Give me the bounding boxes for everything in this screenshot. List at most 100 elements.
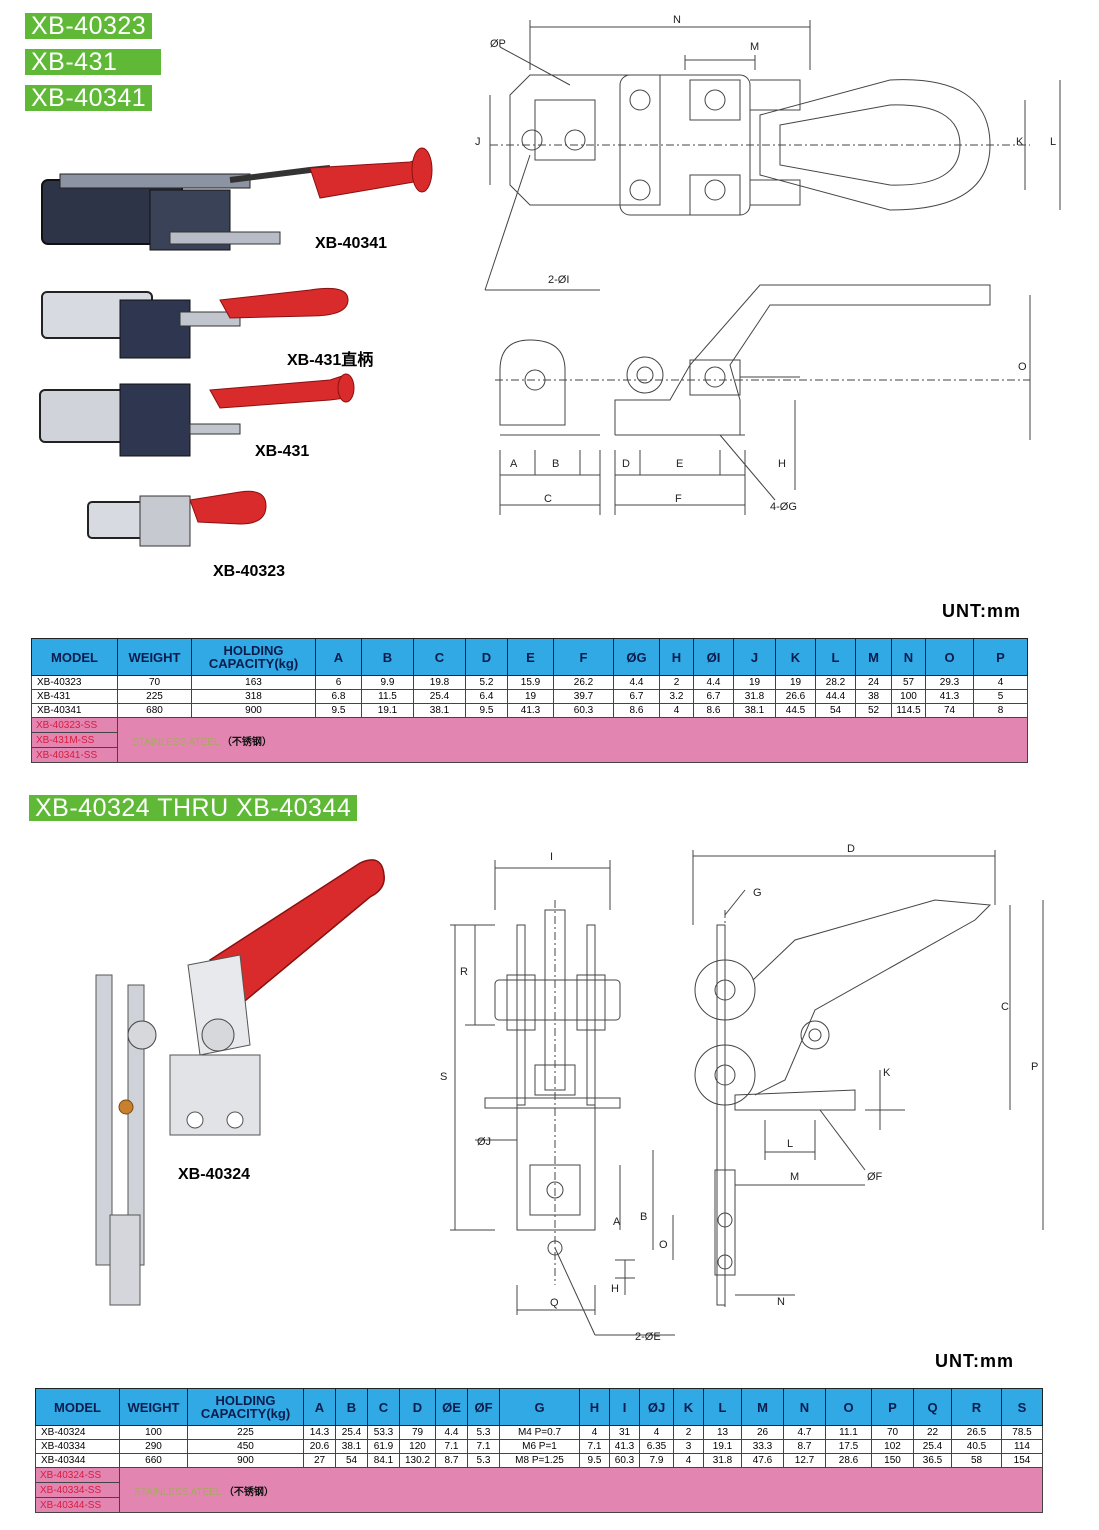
cell: 60.3 — [609, 1453, 640, 1468]
dim-label-a: A — [613, 1216, 621, 1228]
cell: 28.2 — [815, 675, 856, 690]
col-header-weight: WEIGHT — [119, 1388, 188, 1426]
cell: 26.6 — [775, 689, 816, 704]
cell-model-ss: XB-40341-SS — [31, 747, 118, 763]
clamp-photo-xb-40341 — [41, 147, 433, 251]
table-row: XB-40323 70 163 6 9.9 19.8 5.2 15.9 26.2… — [31, 675, 1028, 690]
cell: 40.5 — [951, 1439, 1002, 1454]
cell: 225 — [187, 1425, 304, 1440]
cell: 74 — [925, 703, 974, 718]
col-header-o: O — [825, 1388, 872, 1426]
cell: 39.7 — [553, 689, 614, 704]
cell: 11.1 — [825, 1425, 872, 1440]
col-header-k: K — [775, 638, 816, 676]
cell: M8 P=1.25 — [499, 1453, 580, 1468]
cell: 60.3 — [553, 703, 614, 718]
cell: 15.9 — [507, 675, 554, 690]
cell: 102 — [871, 1439, 914, 1454]
model-badge-xb-431: XB-431 — [25, 49, 161, 75]
cell-model-ss: XB-40324-SS — [35, 1467, 120, 1483]
stainless-note-cn: （不锈钢） — [221, 736, 272, 748]
col-header-k: K — [673, 1388, 704, 1426]
col-header-g: G — [499, 1388, 580, 1426]
col-header-l: L — [703, 1388, 742, 1426]
cell: 8 — [973, 703, 1028, 718]
cell: 7.1 — [467, 1439, 500, 1454]
cell: 6.4 — [465, 689, 508, 704]
cell: 79 — [399, 1425, 436, 1440]
cell: 9.5 — [465, 703, 508, 718]
dim-label-g: G — [753, 887, 762, 899]
cell-model: XB-40341 — [31, 703, 118, 718]
technical-drawing-section1: N M ØP J K L 2-ØI O A B C D E F H 4-ØG — [475, 14, 1061, 515]
cell: 26.5 — [951, 1425, 1002, 1440]
cell: 2 — [659, 675, 694, 690]
cell: 8.6 — [693, 703, 734, 718]
cell: 57 — [891, 675, 926, 690]
cell: 225 — [117, 689, 192, 704]
dim-label-s: S — [440, 1071, 447, 1083]
dim-label-n: N — [777, 1296, 785, 1308]
cell: 54 — [815, 703, 856, 718]
cell: M6 P=1 — [499, 1439, 580, 1454]
table-row-stainless: XB-40323-SS STAINLESS ATEEL （不锈钢） — [31, 717, 1028, 763]
dim-label-b: B — [640, 1211, 647, 1223]
table-row: XB-40334 290 450 20.6 38.1 61.9 120 7.1 … — [35, 1439, 1043, 1454]
cell: 4.4 — [435, 1425, 468, 1440]
table-row: XB-40344 660 900 27 54 84.1 130.2 8.7 5.… — [35, 1453, 1043, 1468]
col-header-m: M — [741, 1388, 784, 1426]
col-header-l: L — [815, 638, 856, 676]
cell: 29.3 — [925, 675, 974, 690]
cell: 19 — [775, 675, 816, 690]
cell: 11.5 — [361, 689, 414, 704]
photo-label-xb-40324: XB-40324 — [178, 1166, 251, 1183]
stainless-note: STAINLESS ATEEL （不锈钢） — [117, 717, 1028, 763]
cell: 100 — [119, 1425, 188, 1440]
col-header-p: P — [871, 1388, 914, 1426]
cell: 38.1 — [413, 703, 466, 718]
clamp-photos — [39, 147, 433, 547]
table-row-stainless: XB-40324-SS STAINLESS ATEEL （不锈钢） — [35, 1467, 1043, 1513]
col-header-b: B — [361, 638, 414, 676]
cell: 31.8 — [703, 1453, 742, 1468]
table-row-stainless: XB-431M-SS — [31, 732, 1028, 748]
dim-label-l: L — [1050, 136, 1056, 148]
cell: 19.8 — [413, 675, 466, 690]
cell: 4 — [579, 1425, 610, 1440]
col-header-c: C — [367, 1388, 400, 1426]
cell-model: XB-40323 — [31, 675, 118, 690]
cell: 14.3 — [303, 1425, 336, 1440]
dim-label-i: 2-ØI — [548, 274, 569, 286]
cell: 8.7 — [435, 1453, 468, 1468]
table-row: XB-431 225 318 6.8 11.5 25.4 6.4 19 39.7… — [31, 689, 1028, 704]
cell: 24 — [855, 675, 892, 690]
cell: 36.5 — [913, 1453, 952, 1468]
stainless-note-cn: （不锈钢） — [223, 1486, 274, 1498]
col-header-h: H — [659, 638, 694, 676]
cell: 9.5 — [579, 1453, 610, 1468]
cell: 660 — [119, 1453, 188, 1468]
cell: 31 — [609, 1425, 640, 1440]
cell: 38 — [855, 689, 892, 704]
dim-label-j: J — [475, 136, 481, 148]
photo-label-xb-40341: XB-40341 — [315, 235, 388, 252]
cell: 19.1 — [361, 703, 414, 718]
cell: 9.9 — [361, 675, 414, 690]
col-header-b: B — [335, 1388, 368, 1426]
cell: 33.3 — [741, 1439, 784, 1454]
col-header-j: J — [733, 638, 776, 676]
col-header-q: Q — [913, 1388, 952, 1426]
cell: 4.4 — [613, 675, 660, 690]
clamp-photo-xb-40323 — [87, 490, 267, 547]
cell: 680 — [117, 703, 192, 718]
cell: 163 — [191, 675, 316, 690]
dim-label-l: L — [787, 1138, 793, 1150]
col-header-j: ØJ — [639, 1388, 674, 1426]
dim-label-p: P — [1031, 1061, 1038, 1073]
cell: 12.7 — [783, 1453, 826, 1468]
dim-label-e: E — [676, 458, 683, 470]
unit-label-section1: UNT:mm — [942, 601, 1022, 621]
cell: 25.4 — [413, 689, 466, 704]
cell: 13 — [703, 1425, 742, 1440]
cell: 84.1 — [367, 1453, 400, 1468]
